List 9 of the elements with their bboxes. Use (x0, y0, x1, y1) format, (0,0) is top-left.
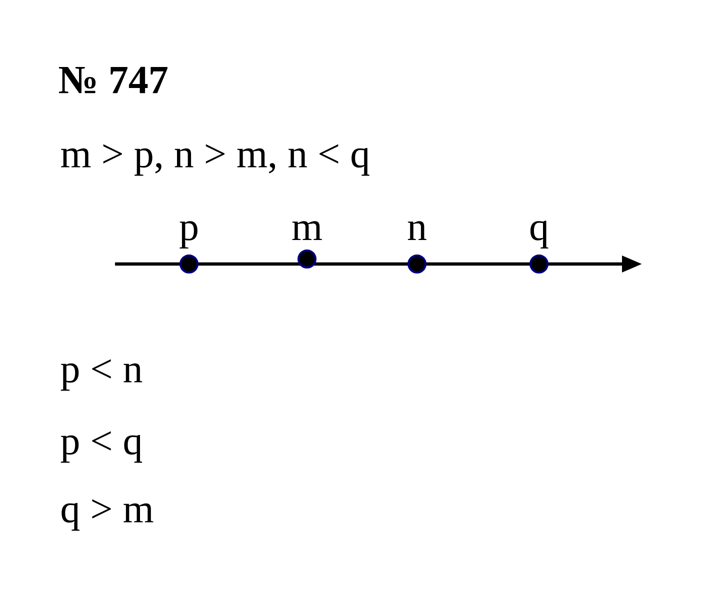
point-label: n (408, 221, 426, 240)
inequality: q > m (62, 499, 154, 531)
point-label: p (180, 221, 198, 248)
inequality: p < n (60, 359, 142, 391)
inequality: m > p, n > m, n < q (61, 144, 370, 176)
inequality: p < q (60, 431, 142, 463)
point-label: q (530, 220, 548, 248)
title: № 747 (58, 66, 168, 94)
point-label: m (292, 221, 322, 240)
